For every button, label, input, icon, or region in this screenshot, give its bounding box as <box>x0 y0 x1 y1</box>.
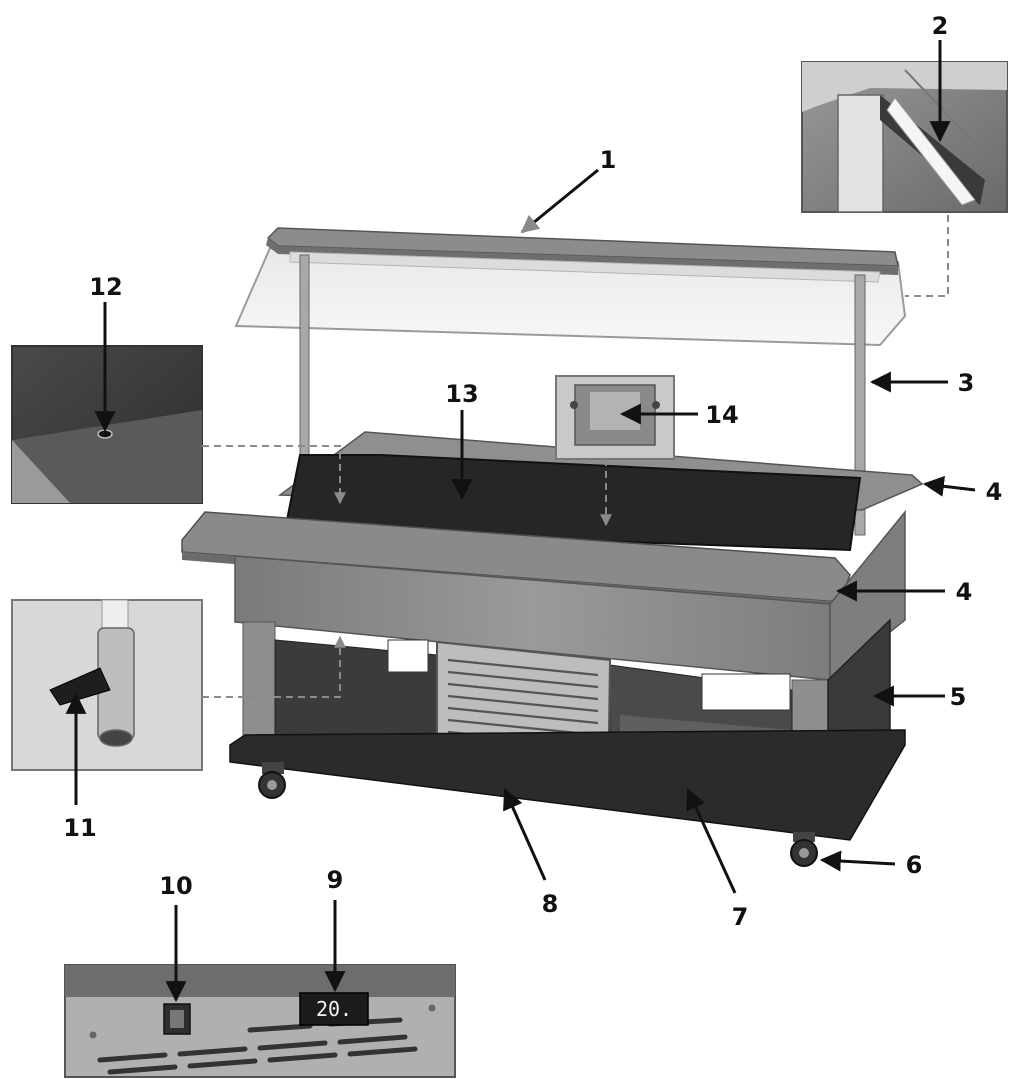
inset-lighting-detail <box>801 61 1008 213</box>
callout-3: 3 <box>958 369 975 397</box>
left-post <box>299 254 310 476</box>
front-left-leg <box>242 621 276 751</box>
right-post <box>854 274 866 536</box>
inset-drain-detail <box>11 345 203 504</box>
callout-10: 10 <box>159 872 192 900</box>
callout-11: 11 <box>63 814 96 842</box>
light-strip <box>289 251 881 283</box>
callout-labels: 1 2 3 4 4 5 6 7 8 9 10 11 12 13 14 <box>63 12 1002 931</box>
leader-lines-dashed <box>202 215 949 698</box>
top-shelf <box>266 227 899 267</box>
callout-9: 9 <box>327 866 344 894</box>
callout-14: 14 <box>705 401 738 429</box>
callout-13: 13 <box>445 380 478 408</box>
cabinet-side <box>829 509 906 682</box>
inset-control-panel: 20. <box>64 964 456 1078</box>
buffet-unit <box>181 227 924 867</box>
callout-6: 6 <box>906 851 923 879</box>
inset-bracket-detail <box>555 375 675 460</box>
callout-7: 7 <box>732 903 749 931</box>
thermostat-display <box>299 992 369 1026</box>
display-reading: 20. <box>316 997 352 1021</box>
castor-left <box>258 762 286 799</box>
callout-4-top: 4 <box>986 478 1003 506</box>
callout-8: 8 <box>542 890 559 918</box>
callout-2: 2 <box>932 12 949 40</box>
callout-4-front: 4 <box>956 578 973 606</box>
inset-drain-tap-detail <box>11 599 203 771</box>
callout-1: 1 <box>600 146 617 174</box>
base-plinth <box>229 729 906 841</box>
callout-arrows <box>65 40 976 1003</box>
castor-right <box>790 832 818 867</box>
callout-5: 5 <box>950 683 967 711</box>
callout-12: 12 <box>89 273 122 301</box>
